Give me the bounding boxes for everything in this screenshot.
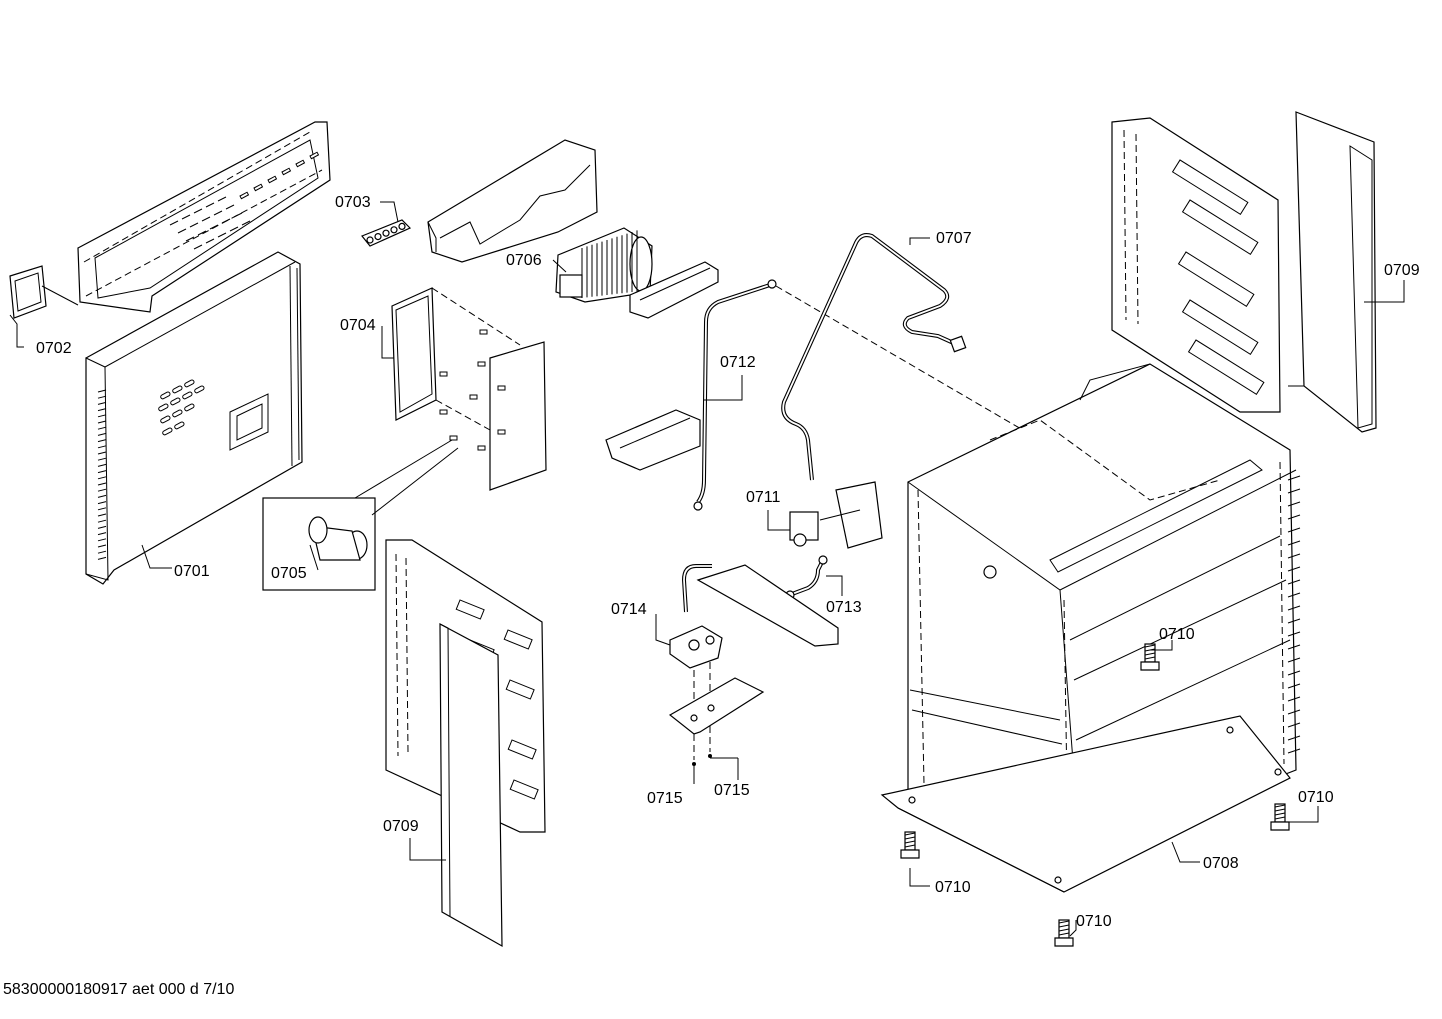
callout-0711: 0711 [746,489,781,506]
part-0701-side-panel [85,251,303,585]
part-0710-feet [900,640,1319,947]
part-0714-burner-assembly [655,564,839,712]
part-0702-cover-plate [9,265,79,348]
callout-0714: 0714 [611,601,647,618]
rear-panel-vent-slots [169,151,320,250]
fan-cylinder-ribs [581,230,638,298]
part-0705-capacitor-detail [262,439,459,591]
part-0709-left-side-panel [385,539,546,948]
foot-bolt [1054,919,1074,947]
callout-0703: 0703 [335,194,371,211]
callout-0704: 0704 [340,317,376,334]
callout-0710-bottom: 0710 [1076,913,1112,930]
callout-0706: 0706 [506,252,542,269]
callout-0701: 0701 [174,563,210,580]
callout-0709-right: 0709 [1384,262,1420,279]
callout-0710-upper: 0710 [1159,626,1195,643]
part-0709-right-side-panels [1111,111,1405,433]
foot-bolt [1270,803,1290,831]
control-board-mounting-frame [431,287,547,491]
mounting-frame-holes [439,329,506,451]
part-0703-terminal-block [361,201,412,247]
callout-0710-left: 0710 [935,879,971,896]
frame-side-fins [1287,475,1301,754]
document-id-footer: 58300000180917 aet 000 d 7/10 [3,981,235,998]
rear-panel-slots [1171,159,1265,395]
fan-housing-bracket [427,139,598,263]
side-panel-fins [97,389,107,560]
side-panel-slots [455,599,539,800]
callout-0712: 0712 [720,354,756,371]
callout-0713: 0713 [826,599,862,616]
callout-0705: 0705 [271,565,307,582]
part-0713-connector-tube [785,555,843,600]
part-0704-control-board [381,287,437,421]
part-0711-gas-valve [767,481,883,549]
foot-bolt [900,831,920,859]
part-0707-gas-pipe [781,233,967,481]
side-panel-vent-slots [158,379,205,436]
callout-0715-left: 0715 [647,790,683,807]
callout-labels: 0701 0702 0703 0704 0705 0706 0707 0708 … [36,194,1420,930]
rear-back-panel [77,121,331,313]
callout-0709-left: 0709 [383,818,419,835]
part-0708-base-plate [880,715,1291,893]
part-0715-screws [692,726,739,784]
part-0712-gas-pipe [693,279,1041,511]
callout-0702: 0702 [36,340,72,357]
callout-0715-right: 0715 [714,782,750,799]
fan-mounting-bracket [629,261,719,319]
terminal-block-screws [366,222,406,244]
burner-mounting-plate [668,677,765,735]
callout-0708: 0708 [1203,855,1239,872]
pipe-bracket [605,409,701,471]
callout-0710-right: 0710 [1298,789,1334,806]
callout-0707: 0707 [936,230,972,247]
part-0706-fan-motor [552,227,653,303]
